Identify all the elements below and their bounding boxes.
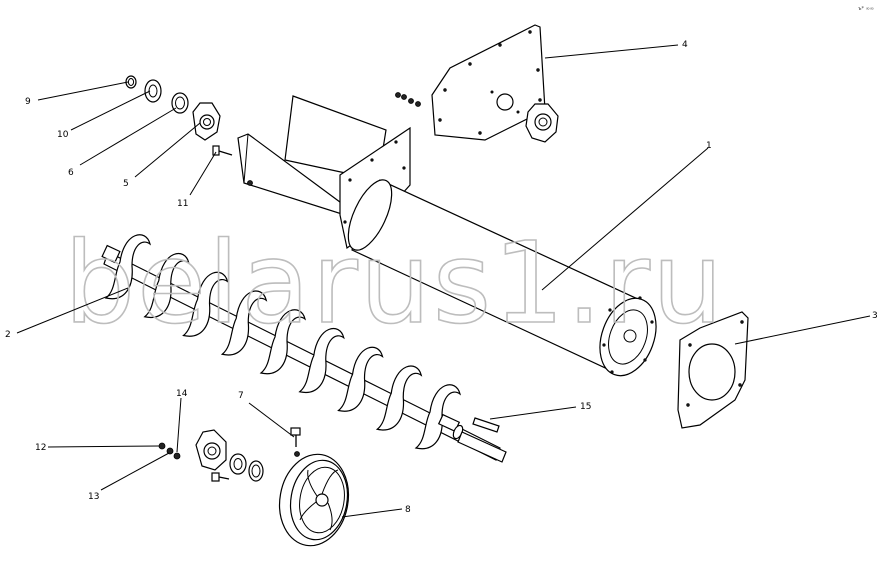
callout-6: 6 [68, 168, 74, 178]
callout-10: 10 [57, 130, 69, 140]
callout-12: 12 [35, 443, 46, 453]
ring-9 [125, 75, 137, 89]
bearing-housing-bottom [195, 429, 230, 482]
callout-13: 13 [88, 492, 99, 502]
bolt-11 [212, 145, 233, 156]
callout-15: 15 [580, 402, 591, 412]
bolt-7 [290, 427, 301, 457]
washer-13 [166, 447, 174, 455]
auger-flight [375, 365, 423, 431]
side-plate-right [677, 311, 749, 429]
nut-12 [158, 442, 166, 450]
auger-trough [237, 95, 657, 377]
watermark-text: belarus1.ru [64, 219, 725, 349]
callout-14: 14 [176, 389, 188, 399]
callout-1: 1 [706, 141, 712, 151]
washer-14 [173, 452, 181, 460]
auger-flight [337, 346, 384, 412]
auger-flight [182, 271, 229, 337]
ring-bottom [248, 460, 264, 482]
callout-4: 4 [682, 40, 688, 50]
leader-lines [16, 44, 871, 518]
key-15 [472, 417, 500, 433]
callout-9: 9 [25, 97, 31, 107]
nuts-top [395, 92, 421, 107]
callout-7: 7 [238, 391, 244, 401]
callout-2: 2 [5, 330, 11, 340]
auger-flight [104, 234, 151, 300]
bearing-housing-5 [192, 102, 221, 141]
auger-flight [220, 290, 268, 356]
callout-5: 5 [123, 179, 129, 189]
auger-screw [101, 234, 507, 463]
callouts: 1 2 3 4 5 6 7 8 9 10 11 12 13 14 15 [5, 40, 878, 515]
auger-flight [143, 253, 190, 319]
bearing-bottom [229, 453, 247, 475]
side-plate-top [431, 24, 546, 141]
callout-3: 3 [872, 311, 878, 321]
auger-flight [298, 328, 345, 394]
pulley-8 [278, 453, 350, 547]
corner-mark: ъ* ∞∞ [858, 6, 874, 12]
ring-6 [171, 92, 189, 114]
auger-flight [259, 309, 306, 375]
callout-11: 11 [177, 199, 188, 209]
callout-8: 8 [405, 505, 411, 515]
bearing-housing-top [525, 103, 559, 143]
bearing-10 [144, 79, 162, 103]
